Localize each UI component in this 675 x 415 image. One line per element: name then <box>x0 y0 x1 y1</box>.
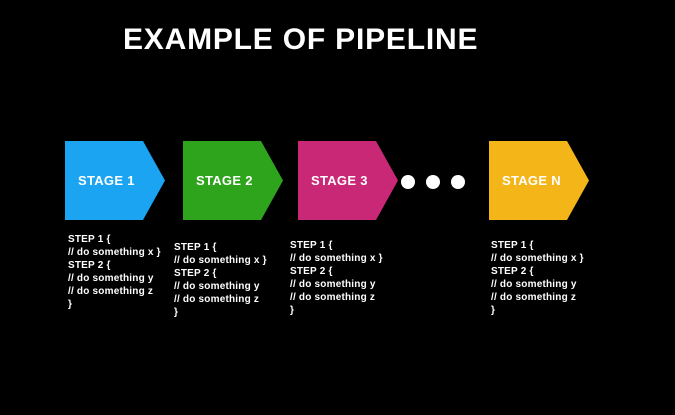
stage-1-label: STAGE 1 <box>78 173 135 188</box>
stage-n-arrow: STAGE N <box>489 141 589 220</box>
stage-1-arrow: STAGE 1 <box>65 141 165 220</box>
stage-2-arrow: STAGE 2 <box>183 141 283 220</box>
ellipsis-dot-1 <box>401 175 415 189</box>
stage-n-steps-code: STEP 1 { // do something x } STEP 2 { //… <box>491 240 584 316</box>
stage-n-label: STAGE N <box>502 173 561 188</box>
ellipsis-dots <box>401 175 465 189</box>
stage-2-label: STAGE 2 <box>196 173 253 188</box>
ellipsis-dot-2 <box>426 175 440 189</box>
stage-2-steps-code: STEP 1 { // do something x } STEP 2 { //… <box>174 242 267 318</box>
stage-3-label: STAGE 3 <box>311 173 368 188</box>
stage-3-arrow: STAGE 3 <box>298 141 398 220</box>
stage-1-steps-code: STEP 1 { // do something x } STEP 2 { //… <box>68 234 161 310</box>
ellipsis-dot-3 <box>451 175 465 189</box>
stage-3-steps-code: STEP 1 { // do something x } STEP 2 { //… <box>290 240 383 316</box>
slide-title: EXAMPLE OF PIPELINE <box>123 23 479 56</box>
